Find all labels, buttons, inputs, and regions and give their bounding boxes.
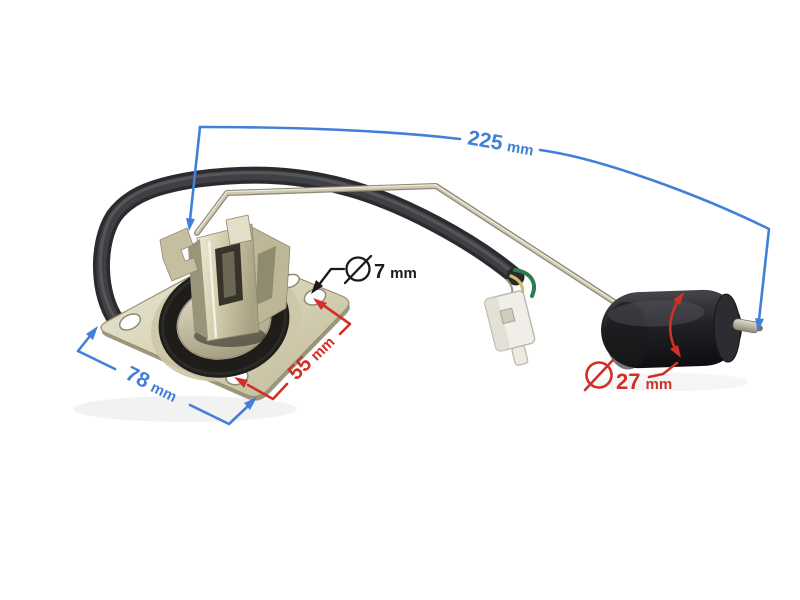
cable bbox=[92, 166, 525, 329]
dim-line bbox=[321, 303, 352, 336]
dim-line bbox=[188, 403, 249, 426]
float-pin bbox=[732, 318, 763, 334]
arrowhead-icon bbox=[313, 298, 327, 310]
wire-green bbox=[513, 268, 536, 298]
dim-line bbox=[198, 125, 462, 141]
arrowhead-icon bbox=[755, 318, 764, 331]
diameter-icon bbox=[343, 254, 373, 285]
dim-line bbox=[647, 361, 679, 379]
arrowhead-icon bbox=[670, 345, 681, 358]
diameter-icon bbox=[583, 358, 615, 392]
dim-line bbox=[76, 334, 117, 371]
dim-line bbox=[188, 125, 202, 222]
plate-shadow bbox=[73, 396, 297, 422]
dim-line bbox=[246, 382, 289, 401]
float-shadow bbox=[596, 373, 748, 391]
connector-plug bbox=[484, 290, 536, 366]
arrowhead-icon bbox=[234, 377, 248, 388]
dim-arm-length: 225mm bbox=[186, 125, 771, 331]
dim-line bbox=[538, 148, 771, 322]
dim-label-225: 225mm bbox=[466, 126, 536, 160]
arrowhead-icon bbox=[311, 280, 323, 294]
plate-hole bbox=[118, 313, 142, 331]
connector-latch-window bbox=[499, 307, 516, 325]
arrowhead-icon bbox=[673, 292, 684, 305]
arrowhead-icon bbox=[244, 397, 257, 410]
arrowhead-icon bbox=[86, 326, 98, 340]
bracket-top-tab bbox=[225, 214, 253, 246]
float-highlight bbox=[608, 300, 705, 327]
dim-hole-spacing: 55mm bbox=[234, 298, 352, 401]
dim-line bbox=[316, 267, 346, 288]
sensor-bracket bbox=[159, 214, 291, 347]
connector-tab bbox=[511, 345, 529, 366]
arrowhead-icon bbox=[186, 218, 195, 231]
bracket-hook bbox=[159, 227, 199, 282]
float-arm-rod bbox=[194, 183, 625, 310]
